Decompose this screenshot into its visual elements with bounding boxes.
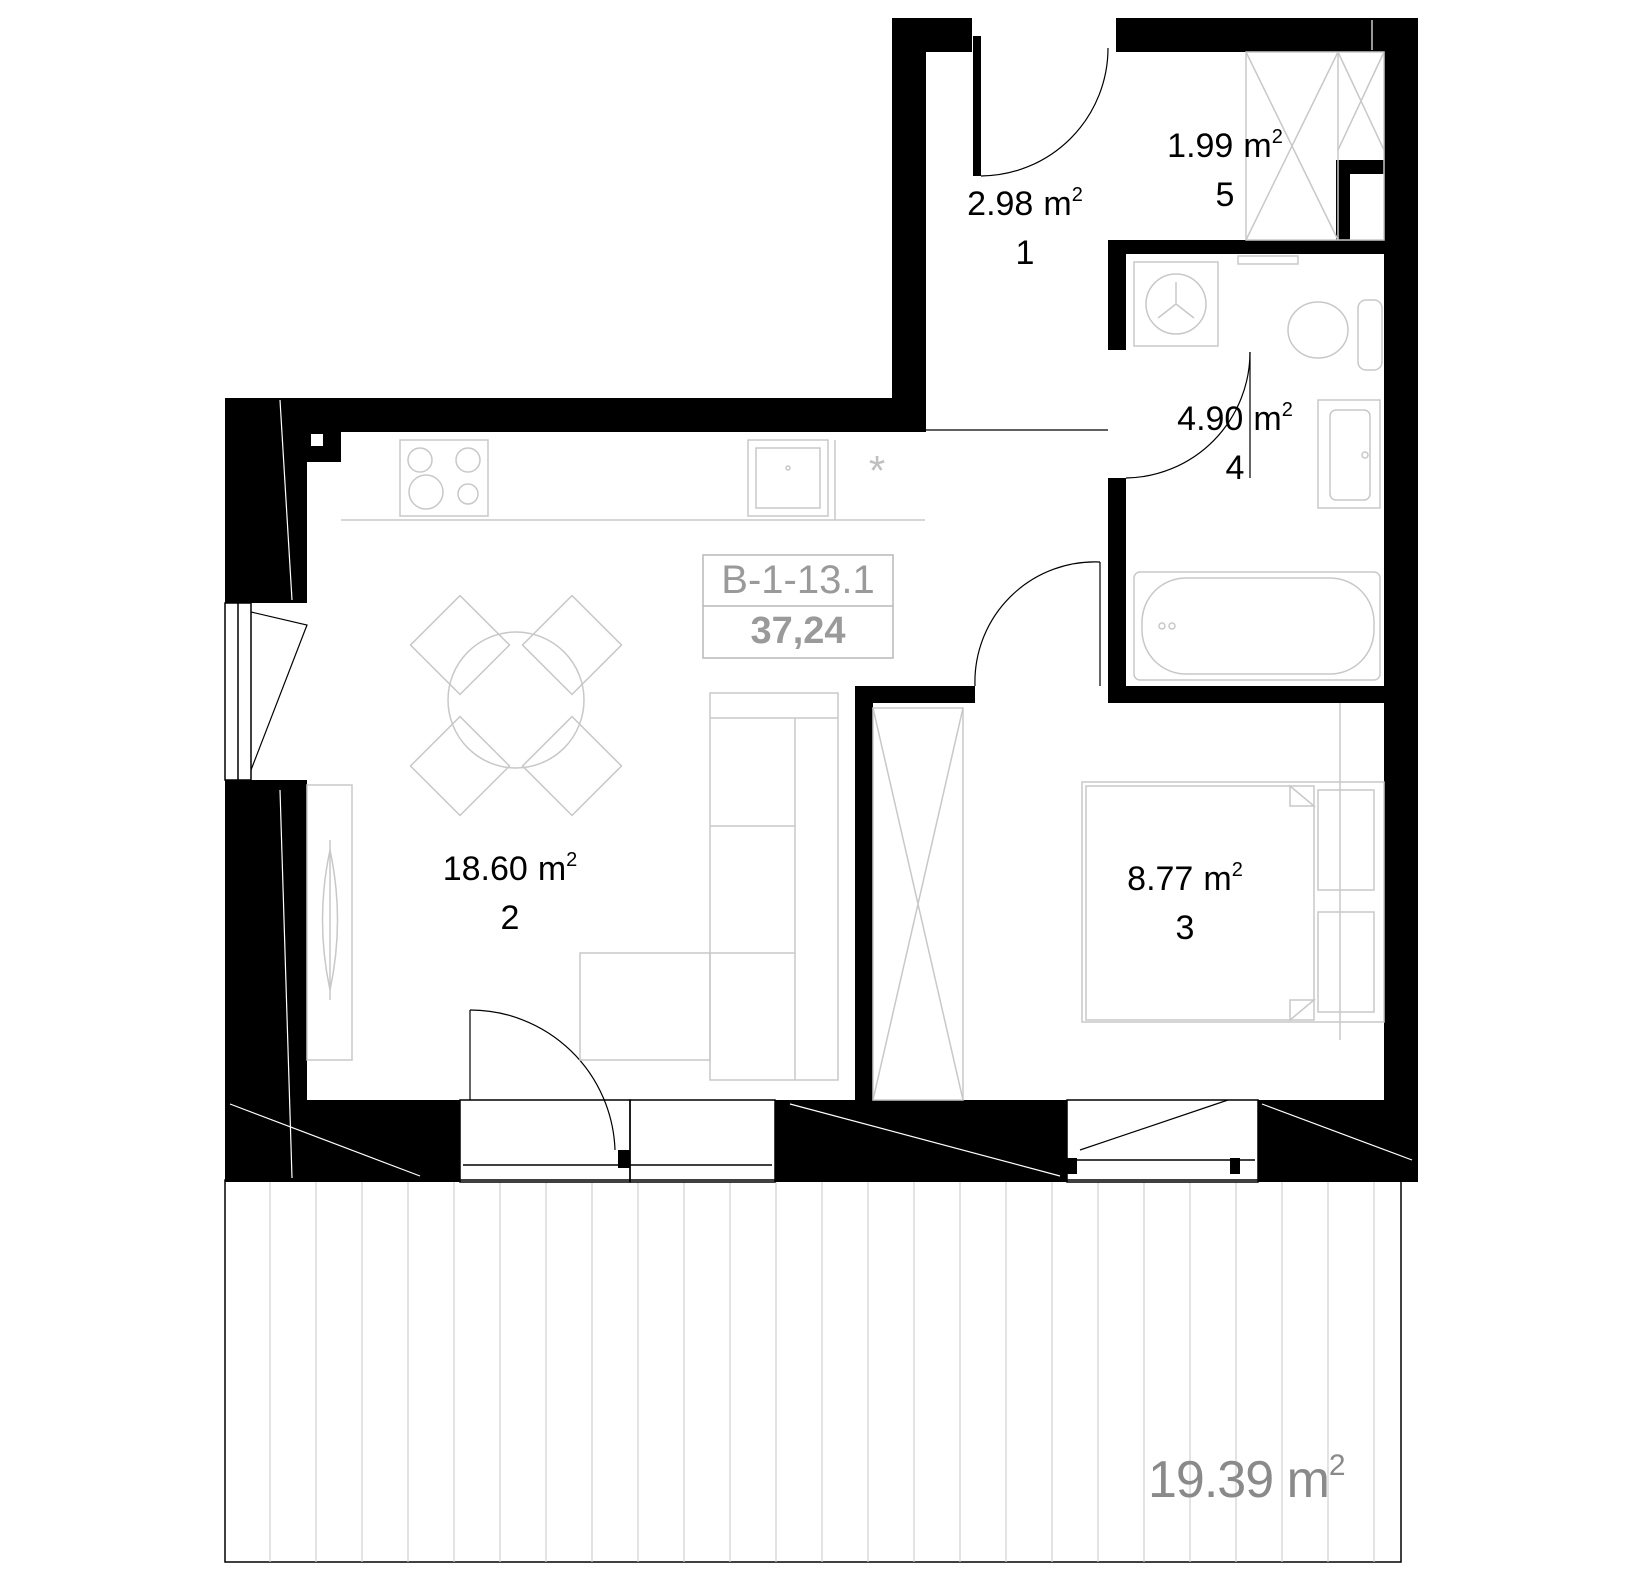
wardrobe bbox=[872, 707, 964, 1101]
tv-unit bbox=[306, 784, 353, 1061]
room-4-number: 4 bbox=[1225, 449, 1245, 488]
terrace-area-label: 19.39 m2 bbox=[1148, 1449, 1346, 1510]
walls bbox=[225, 18, 1418, 1182]
room-2-unit-sup: 2 bbox=[566, 849, 578, 871]
window-living-left bbox=[224, 602, 308, 781]
terrace-unit-sup: 2 bbox=[1328, 1449, 1346, 1482]
room-3-area: 8.77 bbox=[1127, 860, 1194, 898]
room-3-number: 3 bbox=[1175, 909, 1195, 948]
apartment-id-box bbox=[702, 554, 894, 659]
bottom-openings bbox=[459, 1099, 1259, 1183]
room-2-unit: m bbox=[537, 850, 567, 888]
room-4-unit: m bbox=[1253, 400, 1282, 438]
apartment-total-area: 37,24 bbox=[750, 610, 846, 652]
terrace-unit: m bbox=[1286, 1451, 1330, 1509]
kitchen-counter: * bbox=[341, 439, 925, 521]
room-4-unit-sup: 2 bbox=[1281, 399, 1293, 421]
apartment-code: B-1-13.1 bbox=[721, 558, 875, 602]
storage-shelves bbox=[1245, 51, 1385, 241]
svg-text:*: * bbox=[869, 447, 885, 494]
room-1-unit-sup: 2 bbox=[1071, 184, 1083, 206]
bathroom-fixtures bbox=[1133, 255, 1383, 681]
room-5-unit: m bbox=[1243, 127, 1272, 165]
terrace-deck bbox=[224, 1179, 1402, 1563]
wall-details bbox=[229, 20, 1413, 1179]
room-5-unit-sup: 2 bbox=[1271, 126, 1283, 148]
dining-table bbox=[409, 594, 623, 817]
room-4-area: 4.90 bbox=[1177, 400, 1244, 438]
room-1-number: 1 bbox=[1015, 234, 1035, 273]
terrace-area: 19.39 bbox=[1148, 1451, 1274, 1509]
room-2-number: 2 bbox=[500, 899, 520, 938]
bed bbox=[1081, 703, 1385, 1040]
room-3-unit: m bbox=[1203, 860, 1232, 898]
room-3-unit-sup: 2 bbox=[1231, 859, 1243, 881]
room-5-area: 1.99 bbox=[1167, 127, 1234, 165]
doors bbox=[469, 36, 1251, 1151]
room-2-area: 18.60 bbox=[442, 850, 528, 888]
sofa bbox=[579, 692, 839, 1081]
room-5-number: 5 bbox=[1215, 176, 1235, 215]
room-1-unit: m bbox=[1043, 185, 1072, 223]
room-1-area: 2.98 bbox=[967, 185, 1034, 223]
